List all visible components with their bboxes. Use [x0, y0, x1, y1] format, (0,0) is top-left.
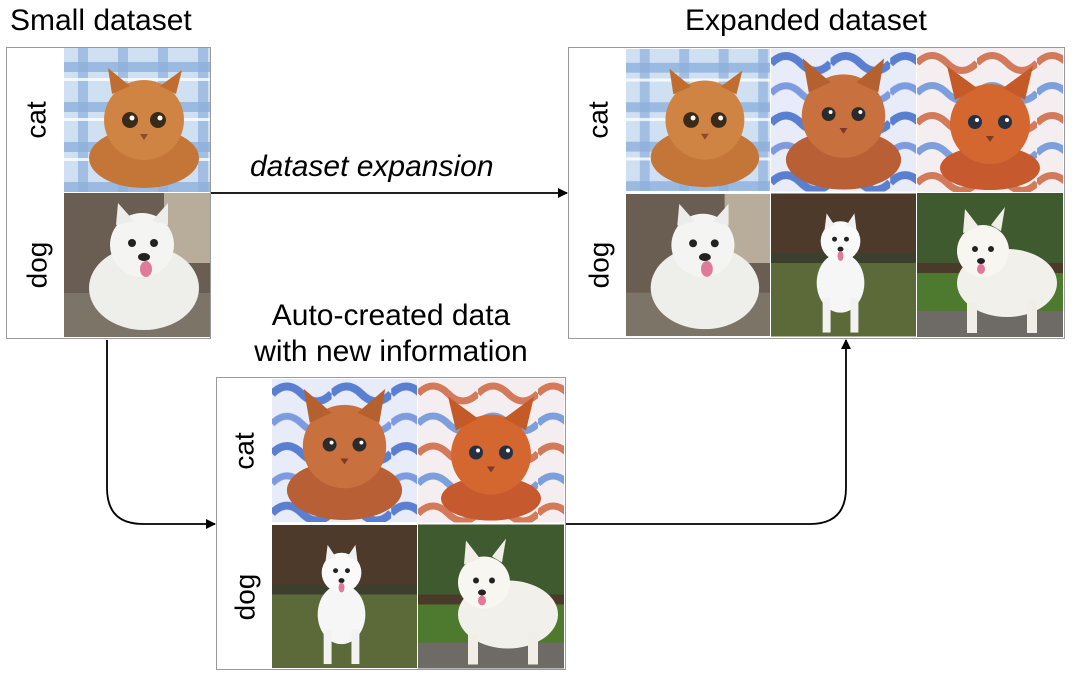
auto-created-title: Auto-created data with new information [218, 298, 564, 370]
small-to-auto-arrow [106, 340, 216, 529]
auto-dog-photo-generated-1 [272, 524, 417, 669]
expanded-cat-photo-generated-1 [771, 48, 916, 192]
expanded-dog-photo-generated-2 [917, 193, 1063, 337]
small-dataset-title: Small dataset [10, 4, 192, 37]
small-dog-photo [64, 193, 210, 337]
auto-to-expanded-arrow [566, 339, 851, 525]
dataset-expansion-label: dataset expansion [250, 150, 494, 183]
expanded-cat-photo-real [626, 48, 770, 192]
expanded-cat-photo-generated-2 [917, 48, 1063, 192]
expanded-dog-photo-generated-1 [771, 193, 916, 337]
auto-cat-photo-generated-2 [418, 378, 564, 523]
auto-created-title-line1: Auto-created data [271, 299, 511, 332]
auto-dog-photo-generated-2 [418, 524, 564, 669]
expanded-dog-photo-real [626, 193, 770, 337]
small-cat-photo [64, 48, 210, 192]
expanded-dataset-title: Expanded dataset [685, 4, 927, 37]
auto-created-title-line2: with new information [254, 335, 528, 368]
auto-cat-photo-generated-1 [272, 378, 417, 523]
